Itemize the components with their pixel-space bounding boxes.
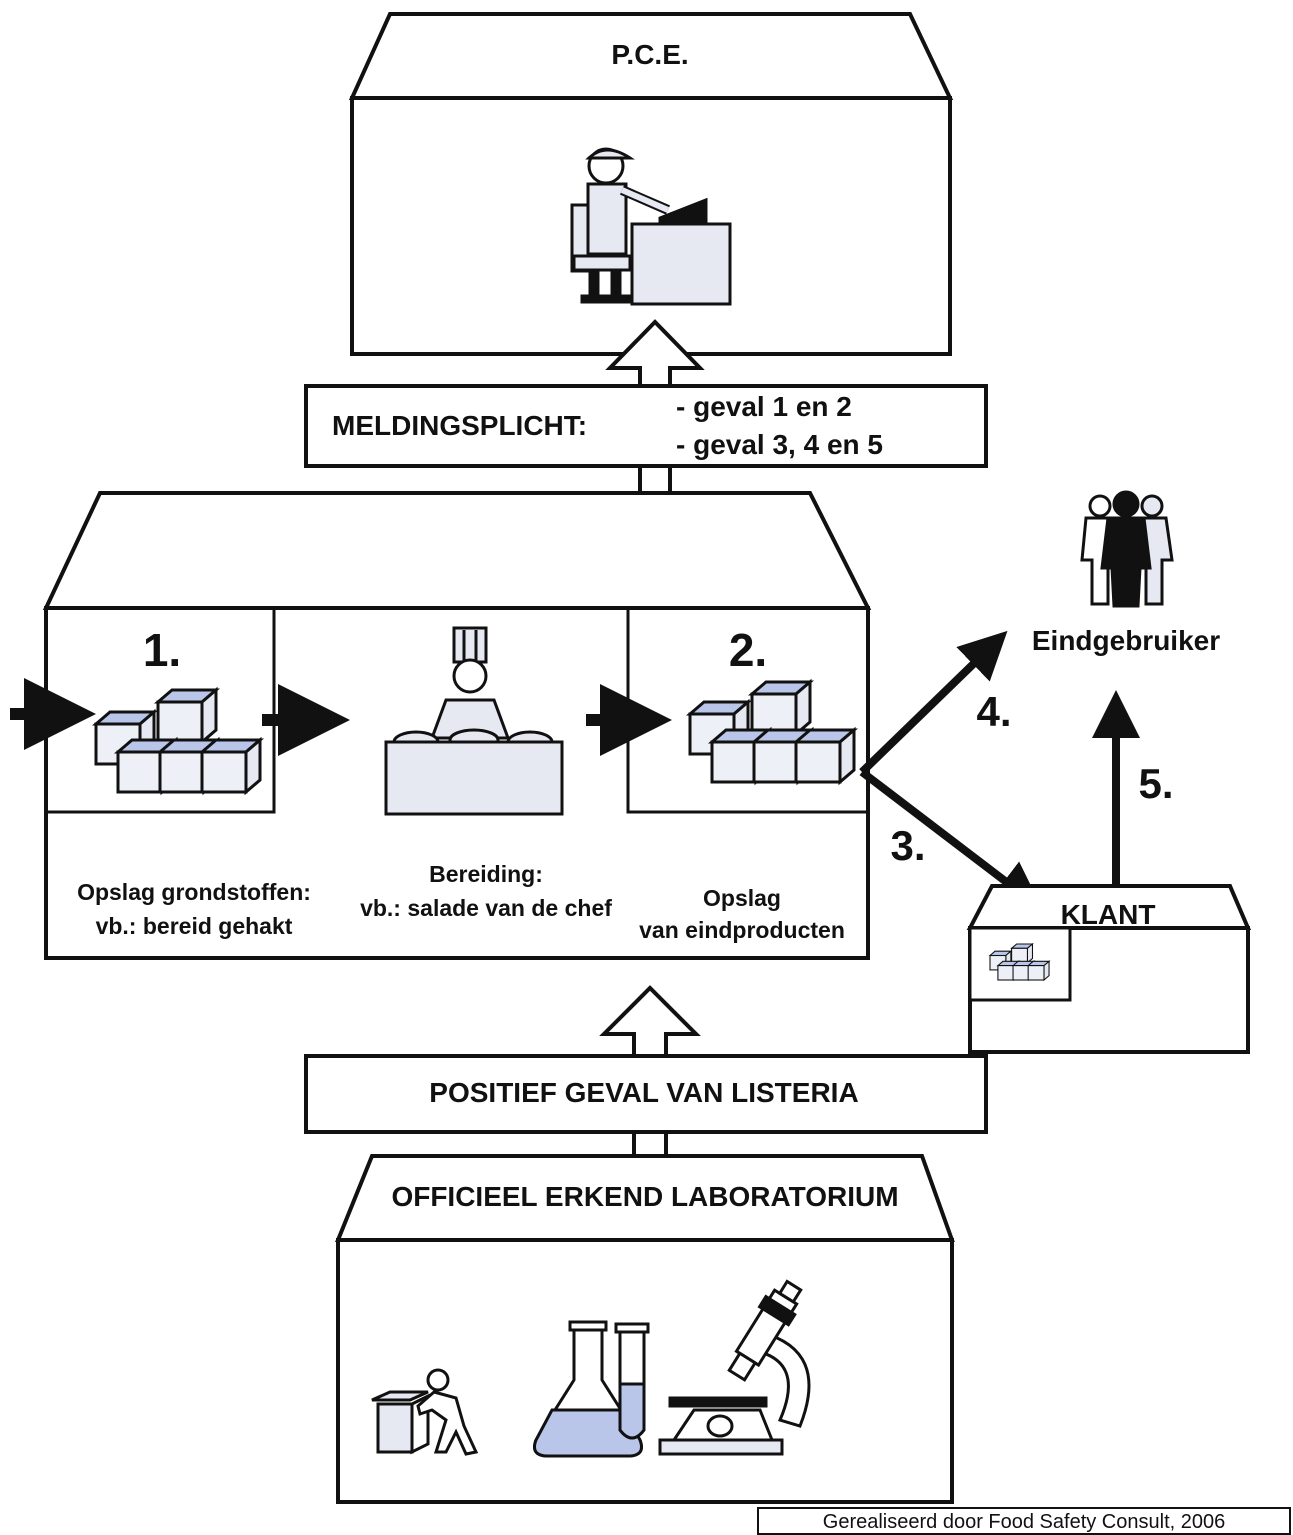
worker-with-box-icon (371, 1368, 479, 1456)
raw-storage-label-1: Opslag grondstoffen: (77, 879, 311, 905)
process-arrows (10, 678, 672, 756)
meldingsplicht-line-2: - geval 3, 4 en 5 (676, 429, 883, 460)
meldingsplicht-box: MELDINGSPLICHT: - geval 1 en 2 - geval 3… (304, 384, 988, 468)
customer-label: KLANT (1061, 899, 1156, 930)
raw-storage-label-2: vb.: bereid gehakt (96, 913, 293, 939)
meldingsplicht-line-1: - geval 1 en 2 (676, 391, 852, 422)
end-user-label: Eindgebruiker (1032, 625, 1220, 656)
flask-icon (533, 1320, 643, 1458)
preparation-label-2: vb.: salade van de chef (360, 895, 612, 921)
arrow-3-to-customer (859, 768, 1043, 910)
step-2-number: 2. (729, 624, 767, 676)
company-building: 1. 2. (10, 491, 872, 960)
distribution-arrows (859, 630, 1140, 910)
customer-building: KLANT (966, 884, 1252, 1054)
pce-building: P.C.E. (348, 12, 954, 356)
preparation-label-1: Bereiding: (429, 861, 543, 887)
product-storage-label-2: van eindproducten (639, 917, 845, 943)
laboratory-title: OFFICIEEL ERKEND LABORATORIUM (391, 1181, 898, 1212)
laboratory-building: OFFICIEEL ERKEND LABORATORIUM (335, 1154, 955, 1504)
test-tube-icon (614, 1322, 650, 1440)
credit-box: Gerealiseerd door Food Safety Consult, 2… (757, 1507, 1291, 1535)
arrow-4-to-end-user (859, 630, 1008, 775)
step-1-number: 1. (143, 624, 181, 676)
meldingsplicht-label: MELDINGSPLICHT: (332, 410, 587, 441)
credit-text: Gerealiseerd door Food Safety Consult, 2… (823, 1511, 1225, 1533)
flow-label-4: 4. (976, 688, 1011, 735)
end-users-icon (1080, 490, 1174, 608)
microscope-icon (658, 1279, 811, 1456)
flow-label-3: 3. (890, 822, 925, 869)
office-worker-icon (570, 147, 732, 306)
product-storage-label-1: Opslag (703, 885, 781, 911)
positive-listeria-box: POSITIEF GEVAL VAN LISTERIA (304, 1054, 988, 1134)
positive-listeria-label: POSITIEF GEVAL VAN LISTERIA (429, 1077, 858, 1108)
pce-title: P.C.E. (611, 39, 688, 70)
chef-icon (384, 626, 564, 816)
flow-label-5: 5. (1138, 760, 1173, 807)
